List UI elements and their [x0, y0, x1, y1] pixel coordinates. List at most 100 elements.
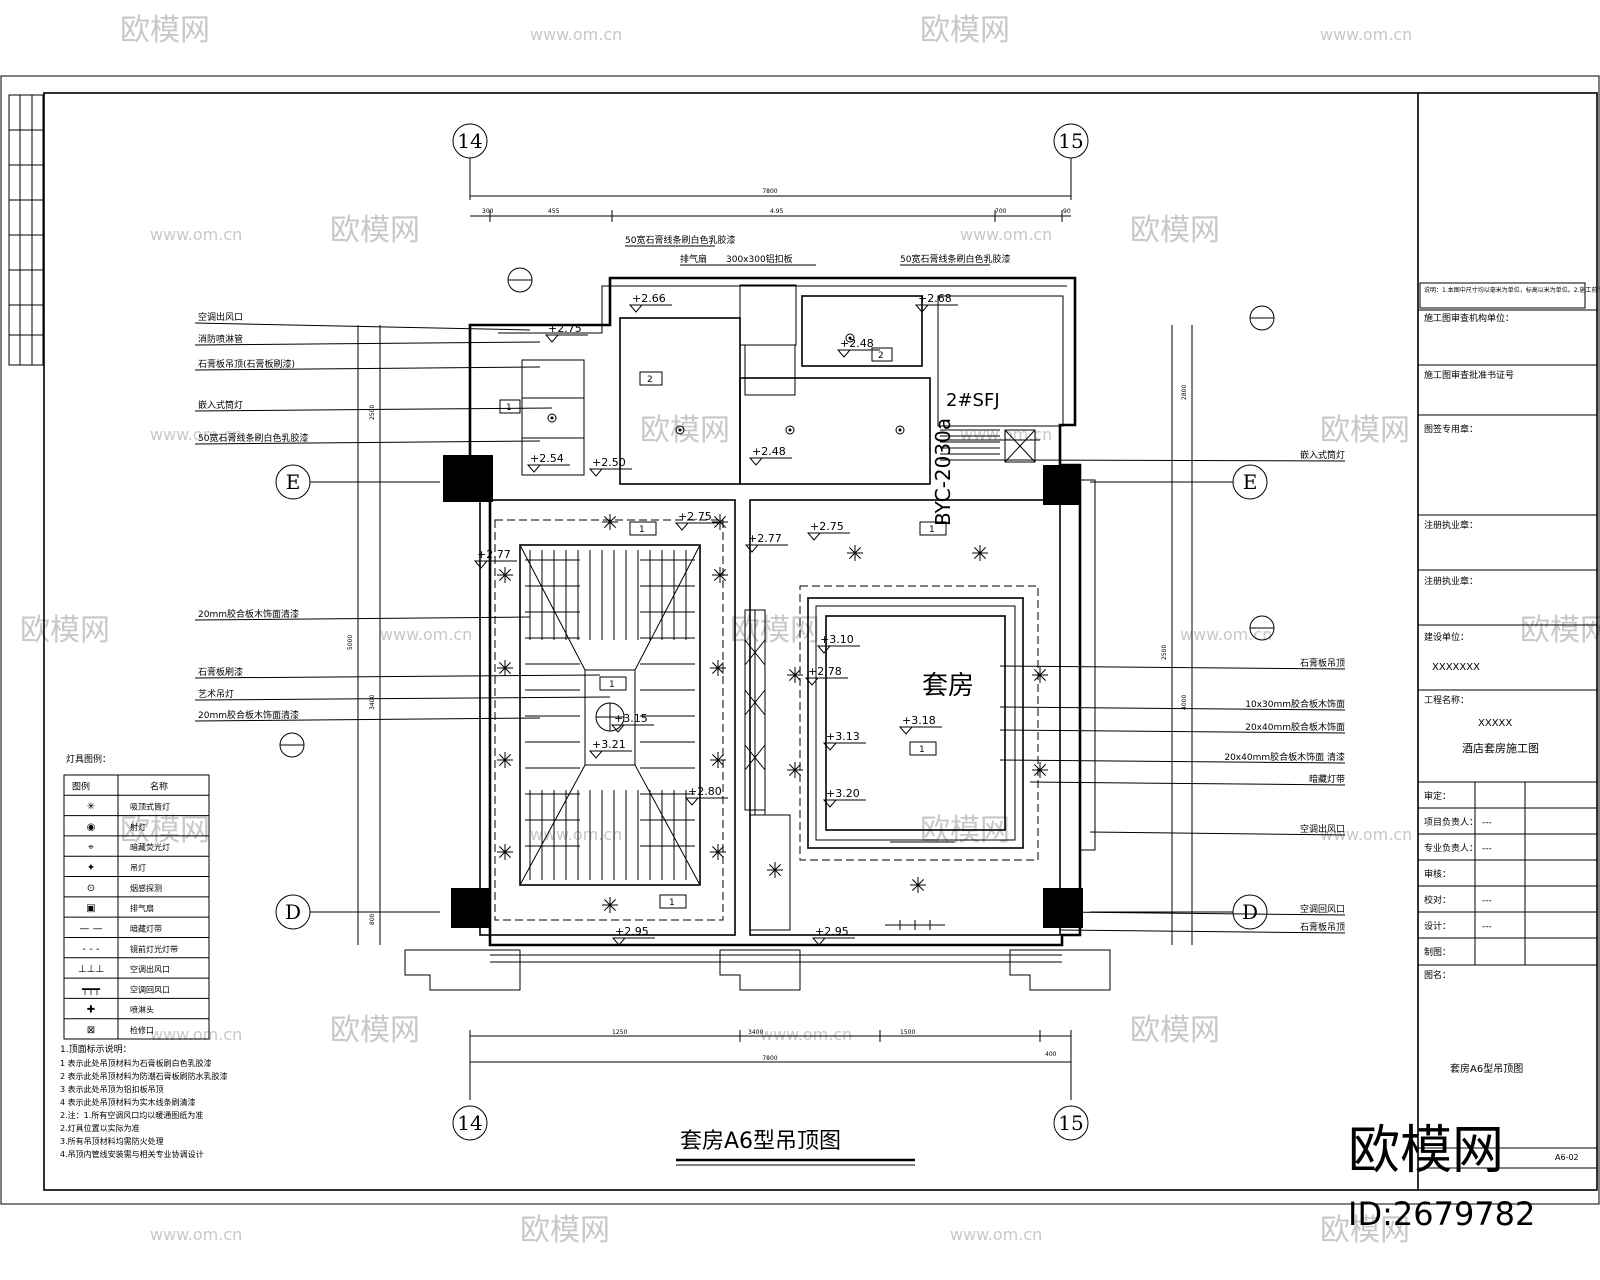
legend-name: 烟感探测: [130, 883, 162, 893]
notes-title: 1.顶面标示说明：: [60, 1043, 132, 1055]
legend-header-symbol: 图例: [72, 780, 90, 792]
callout-right: 空调出风口: [1300, 823, 1345, 835]
dim-top-c: 4.95: [770, 208, 784, 215]
dim-bottom-total: 7800: [762, 1055, 777, 1062]
downlight-icon: [497, 752, 513, 768]
axis-label-14-bottom: 14: [457, 1111, 482, 1135]
fixture-b: [744, 344, 796, 396]
room-stair: [937, 295, 1064, 427]
tb-row-5: 注册执业章：: [1424, 575, 1478, 587]
section-markers: [279, 267, 1275, 758]
callout-left: 石膏板吊顶(石膏板刷漆): [198, 358, 295, 370]
outer-frame: [0, 75, 1600, 1205]
notes-line: 2 表示此处吊顶材料为防潮石膏板刷防水乳胶漆: [60, 1071, 228, 1081]
room-closet: [801, 295, 923, 367]
callout-right: 20x40mm胶合板木饰面 清漆: [1224, 751, 1345, 763]
downlight-icon: [847, 545, 863, 561]
callout-right: 20x40mm胶合板木饰面: [1245, 721, 1345, 733]
watermark-url: www.om.cn: [1320, 825, 1412, 844]
dim-right-a: 2800: [1181, 385, 1188, 400]
signoff-value: ---: [1482, 922, 1492, 932]
svg-text:2: 2: [647, 375, 653, 385]
legend-name: 喷淋头: [130, 1005, 154, 1015]
downlight-icon: [1032, 762, 1048, 778]
tb-row-1: 施工图审查机构单位：: [1424, 312, 1514, 324]
axis-bubble-14-top: [452, 123, 488, 159]
column-e-left: [443, 455, 493, 502]
axis-bubble-15-bottom: [1053, 1105, 1089, 1141]
room-bath-left: [619, 317, 741, 485]
legend-name: 吸顶式筒灯: [130, 802, 170, 812]
tb-project-label: 工程名称：: [1424, 694, 1469, 706]
drawing-title-block: 套房A6型吊顶图: [676, 1129, 915, 1166]
tag-text: BYC-2030a: [931, 418, 955, 526]
legend-name: 排气扇: [130, 903, 154, 913]
downlight-icon: [767, 862, 783, 878]
downlight-icon: [602, 514, 618, 530]
callout-left: 20mm胶合板木饰面清漆: [198, 608, 299, 620]
elevation-label: +2.75: [548, 322, 582, 335]
tb-project-name: XXXXX: [1478, 718, 1512, 729]
callout-right: 嵌入式筒灯: [1300, 449, 1345, 461]
legend-symbol-icon: - - -: [82, 944, 100, 955]
dim-bottom-a: 1250: [612, 1029, 627, 1036]
watermark-brand-large: 欧模网: [1348, 1121, 1504, 1181]
legend-title: 灯具图例：: [66, 753, 111, 765]
watermark-url: www.om.cn: [760, 1025, 852, 1044]
legend-name: 暗藏灯带: [130, 923, 162, 933]
signoff-label: 校对：: [1424, 894, 1451, 906]
legend-symbol-icon: ┯┯┯: [81, 984, 101, 995]
elevation-label: +2.75: [810, 520, 844, 533]
legend-symbol-icon: — —: [79, 923, 102, 934]
callout-top: 50宽石膏线条刷白色乳胶漆: [900, 253, 1010, 265]
dim-top-e: 90: [1063, 208, 1071, 215]
legend-name: 镜前灯光灯带: [130, 944, 178, 954]
axis-label-15-top: 15: [1058, 129, 1083, 153]
sfj-text: 2#SFJ: [946, 390, 1000, 411]
dim-bottom-d: 400: [1045, 1051, 1057, 1058]
watermark-layer: 欧模网欧模网欧模网欧模网欧模网欧模网欧模网欧模网欧模网欧模网欧模网欧模网欧模网欧…: [20, 13, 1600, 1248]
elevation-label: +2.48: [752, 445, 786, 458]
watermark-brand: 欧模网: [520, 1213, 610, 1248]
legend-name: 射灯: [130, 822, 146, 832]
svg-text:1: 1: [929, 525, 935, 535]
watermark-brand: 欧模网: [1130, 1013, 1220, 1048]
dim-left-a: 2500: [369, 405, 376, 420]
dim-bottom-b: 3400: [748, 1029, 763, 1036]
watermark-brand: 欧模网: [330, 213, 420, 248]
title-block-note: 说明：1.本图中尺寸均以毫米为单位，标高以米为单位。2.施工前请核对现场尺寸，如…: [1424, 286, 1600, 294]
elevation-label: +2.77: [748, 532, 782, 545]
watermark-url: www.om.cn: [380, 625, 472, 644]
legend-header-name: 名称: [150, 780, 168, 792]
legend-name: 暗藏荧光灯: [130, 842, 170, 852]
title-block: 说明：1.本图中尺寸均以毫米为单位，标高以米为单位。2.施工前请核对现场尺寸，如…: [1417, 93, 1600, 1190]
elevation-label: +2.95: [615, 925, 649, 938]
axis-label-d-right: D: [1242, 900, 1258, 924]
notes-line: 4 表示此处吊顶材料为实木线条刷清漆: [60, 1097, 196, 1107]
downlight-icon: [712, 567, 728, 583]
downlight-icon: [972, 545, 988, 561]
callout-left: 石膏板刷漆: [198, 666, 243, 678]
tb-drawing-label: 图名：: [1424, 969, 1451, 981]
revision-strip: [8, 94, 44, 366]
elevation-label: +2.77: [477, 548, 511, 561]
tb-project-sub: 酒店套房施工图: [1462, 741, 1539, 755]
signoff-label: 项目负责人：: [1424, 816, 1478, 828]
tb-row-3: 图签专用章：: [1424, 423, 1478, 435]
legend-name: 检修口: [130, 1025, 154, 1035]
notes-line: 4.吊顶内管线安装需与相关专业协调设计: [60, 1149, 204, 1159]
watermark-brand: 欧模网: [640, 413, 730, 448]
dim-left-d: 3400: [369, 695, 376, 710]
axis-label-15-bottom: 15: [1058, 1111, 1083, 1135]
elevation-label: +2.68: [918, 292, 952, 305]
watermark-brand: 欧模网: [20, 613, 110, 648]
legend-name: 空调回风口: [130, 984, 170, 994]
watermark-brand: 欧模网: [1320, 413, 1410, 448]
callout-left: 消防喷淋管: [198, 333, 243, 345]
dim-right-c: 2500: [1161, 645, 1168, 660]
column-d-left: [451, 888, 491, 928]
elevation-label: +3.15: [614, 712, 648, 725]
bedroom-right: [749, 499, 1061, 936]
